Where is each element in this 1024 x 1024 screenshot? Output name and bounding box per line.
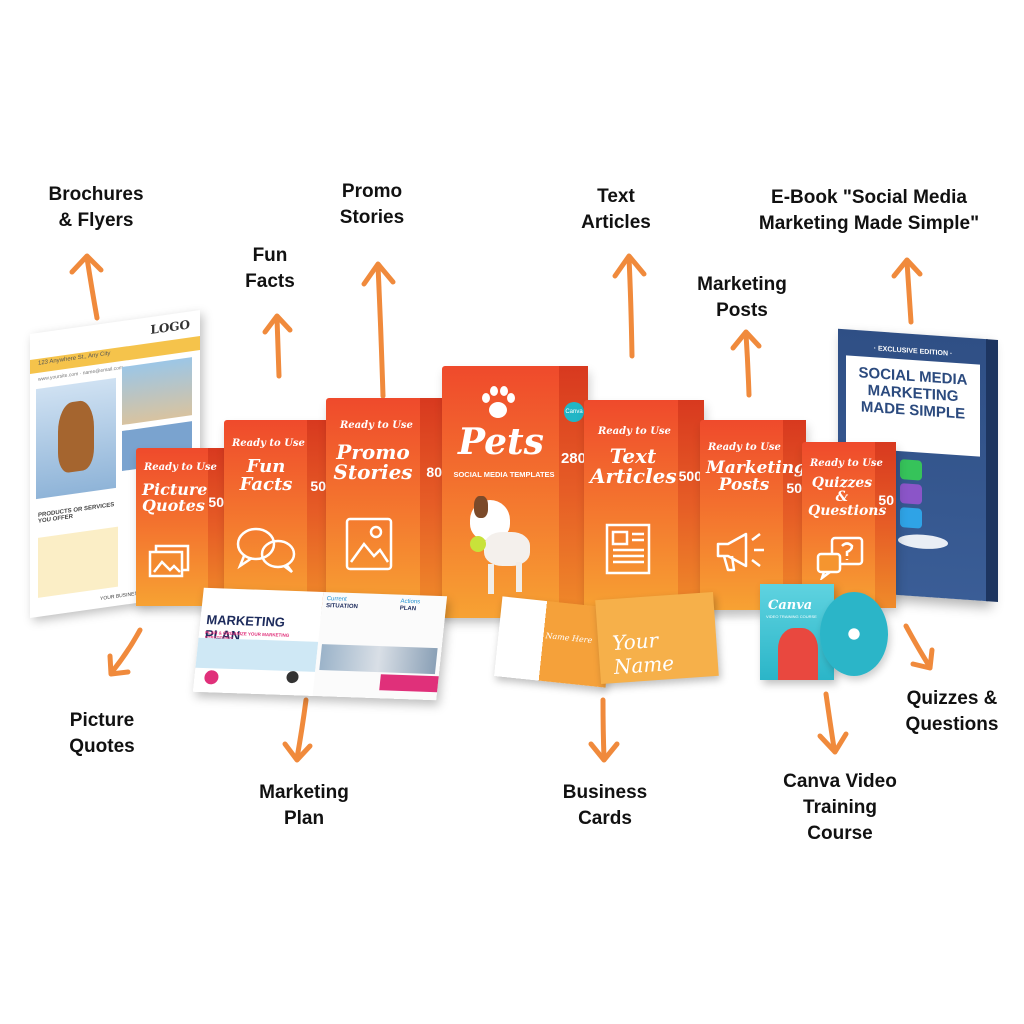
arrow-down-marketing-plan: [282, 697, 313, 763]
label-marketing-posts: Marketing Posts: [697, 274, 787, 321]
brochure-dog-photo: [36, 377, 116, 500]
box-count: 80: [426, 464, 442, 480]
megaphone-icon: [716, 532, 764, 572]
label-promo-stories: Promo Stories: [339, 181, 405, 228]
chat-bubbles-icon: [236, 527, 296, 573]
box-text-articles: Ready to Use Text Articles 500: [584, 400, 704, 610]
box-count: 280: [560, 450, 586, 467]
arrow-up-brochures: [69, 253, 104, 321]
pets-dog-image: [460, 492, 540, 598]
arrow-up-text-articles: [612, 253, 647, 359]
brochure-logo: LOGO: [150, 317, 190, 338]
label-business-cards: Business Cards: [562, 782, 648, 829]
box-title: Quizzes & Questions: [808, 475, 887, 519]
arrow-up-ebook: [891, 257, 923, 325]
canva-sub: VIDEO TRAINING COURSE: [766, 614, 817, 619]
box-ready-label: Ready to Use: [810, 458, 883, 469]
document-icon: [605, 523, 651, 575]
box-title: Picture Quotes: [142, 480, 208, 515]
box-count: 500: [678, 468, 702, 484]
box-title: Marketing Posts: [706, 458, 806, 495]
plan-actions: Actions: [400, 598, 421, 606]
label-brochures-flyers: Brochures & Flyers: [48, 184, 144, 231]
box-count: 50: [208, 494, 224, 510]
plan-current: Current: [326, 596, 347, 603]
marketing-plan-booklet: MARKETING PLAN PLAN & ORGANIZE YOUR MARK…: [192, 587, 448, 701]
card-name-2: Your Name: [611, 627, 675, 680]
box-fun-facts: Ready to Use Fun Facts 50: [224, 420, 330, 608]
arrow-down-canva: [817, 691, 849, 755]
box-title: Promo Stories: [333, 440, 413, 484]
box-promo-stories: Ready to Use Promo Stories 80: [326, 398, 446, 610]
business-card-2: Your Name: [595, 591, 719, 685]
box-picture-quotes: Ready to Use Picture Quotes 50: [136, 448, 228, 606]
plan-action-plan: PLAN: [399, 605, 417, 613]
images-icon: [148, 544, 190, 578]
question-bubble-icon: [816, 536, 864, 580]
box-ready-label: Ready to Use: [144, 462, 217, 473]
box-title: Fun Facts: [239, 456, 293, 495]
box-subtitle: SOCIAL MEDIA TEMPLATES: [453, 470, 555, 479]
arrow-up-fun-facts: [262, 313, 293, 379]
arrow-up-promo-stories: [361, 261, 396, 399]
arrow-down-picture-quotes: [107, 627, 143, 677]
label-fun-facts: Fun Facts: [245, 245, 295, 292]
box-ready-label: Ready to Use: [340, 420, 413, 431]
box-title: Pets: [458, 421, 544, 463]
arrow-down-business-cards: [588, 697, 620, 763]
box-marketing-posts: Ready to Use Marketing Posts 50: [700, 420, 806, 610]
box-quizzes: Ready to Use Quizzes & Questions 50: [802, 442, 896, 608]
canva-dvd-case: Canva VIDEO TRAINING COURSE: [760, 584, 834, 680]
arrow-down-quizzes: [903, 623, 935, 671]
ebook-title: SOCIAL MEDIA MARKETING MADE SIMPLE: [858, 364, 968, 423]
box-count: 50: [310, 478, 326, 494]
box-ready-label: Ready to Use: [232, 438, 305, 449]
brochure-photo-2: [122, 357, 192, 426]
canva-title: Canva: [768, 598, 813, 613]
label-picture-quotes: Picture Quotes: [69, 710, 135, 757]
box-pets: Pets SOCIAL MEDIA TEMPLATES 280 Canva: [442, 366, 588, 618]
box-title: Text Articles: [590, 444, 677, 488]
box-ready-label: Ready to Use: [708, 442, 781, 453]
box-count: 50: [878, 492, 894, 508]
card-name-1: Your Name Here: [524, 628, 593, 645]
arrow-up-marketing-posts: [730, 329, 762, 398]
label-canva-course: Canva Video Training Course: [783, 771, 897, 844]
box-count: 50: [786, 480, 802, 496]
ebook-social-icons: [900, 455, 940, 534]
box-ready-label: Ready to Use: [598, 426, 671, 437]
label-ebook: E-Book "Social Media Marketing Made Simp…: [758, 187, 980, 234]
label-text-articles: Text Articles: [581, 186, 651, 233]
canva-dvd-disc: [820, 592, 888, 676]
label-marketing-plan: Marketing Plan: [259, 782, 349, 829]
paw-icon: [482, 386, 515, 418]
image-icon: [345, 517, 393, 571]
plan-situation: SITUATION: [325, 603, 359, 611]
label-quizzes-questions: Quizzes & Questions: [905, 688, 999, 735]
canva-badge: Canva: [564, 402, 584, 422]
brochure-products: PRODUCTS OR SERVICES YOU OFFER: [38, 502, 115, 525]
